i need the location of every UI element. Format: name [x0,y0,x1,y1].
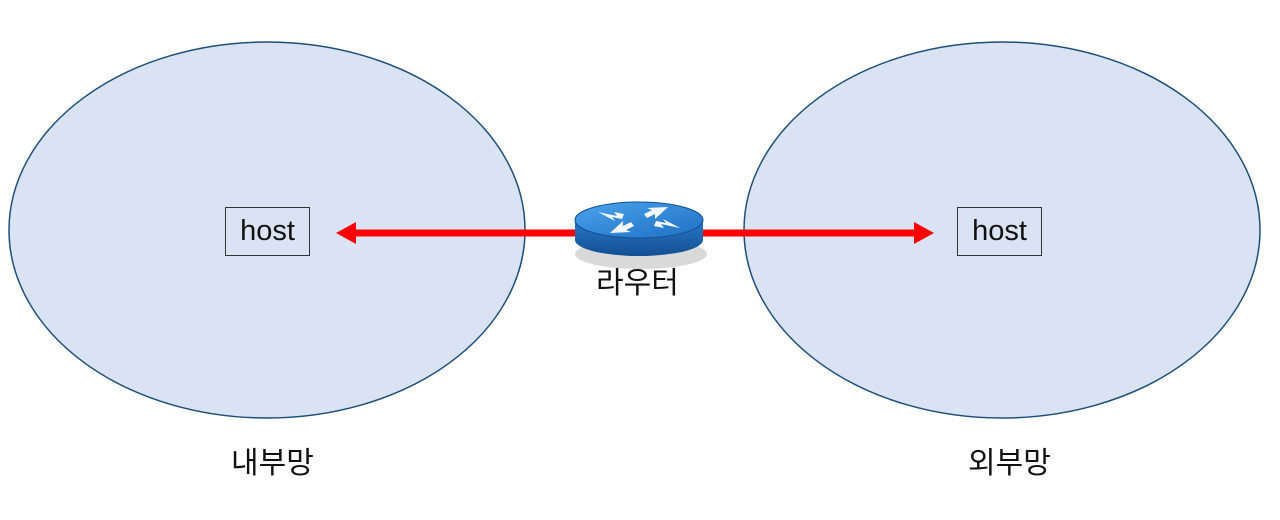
arrowhead-external [914,222,934,244]
arrowhead-internal [336,222,356,244]
router-icon [574,201,707,269]
internal-host-label: host [240,215,295,247]
router-label: 라우터 [596,266,679,301]
internal-host-box: host [225,207,310,256]
external-host-box: host [957,207,1042,256]
external-network-label: 외부망 [968,446,1051,481]
internal-network-label: 내부망 [231,446,314,481]
external-host-label: host [972,215,1027,247]
